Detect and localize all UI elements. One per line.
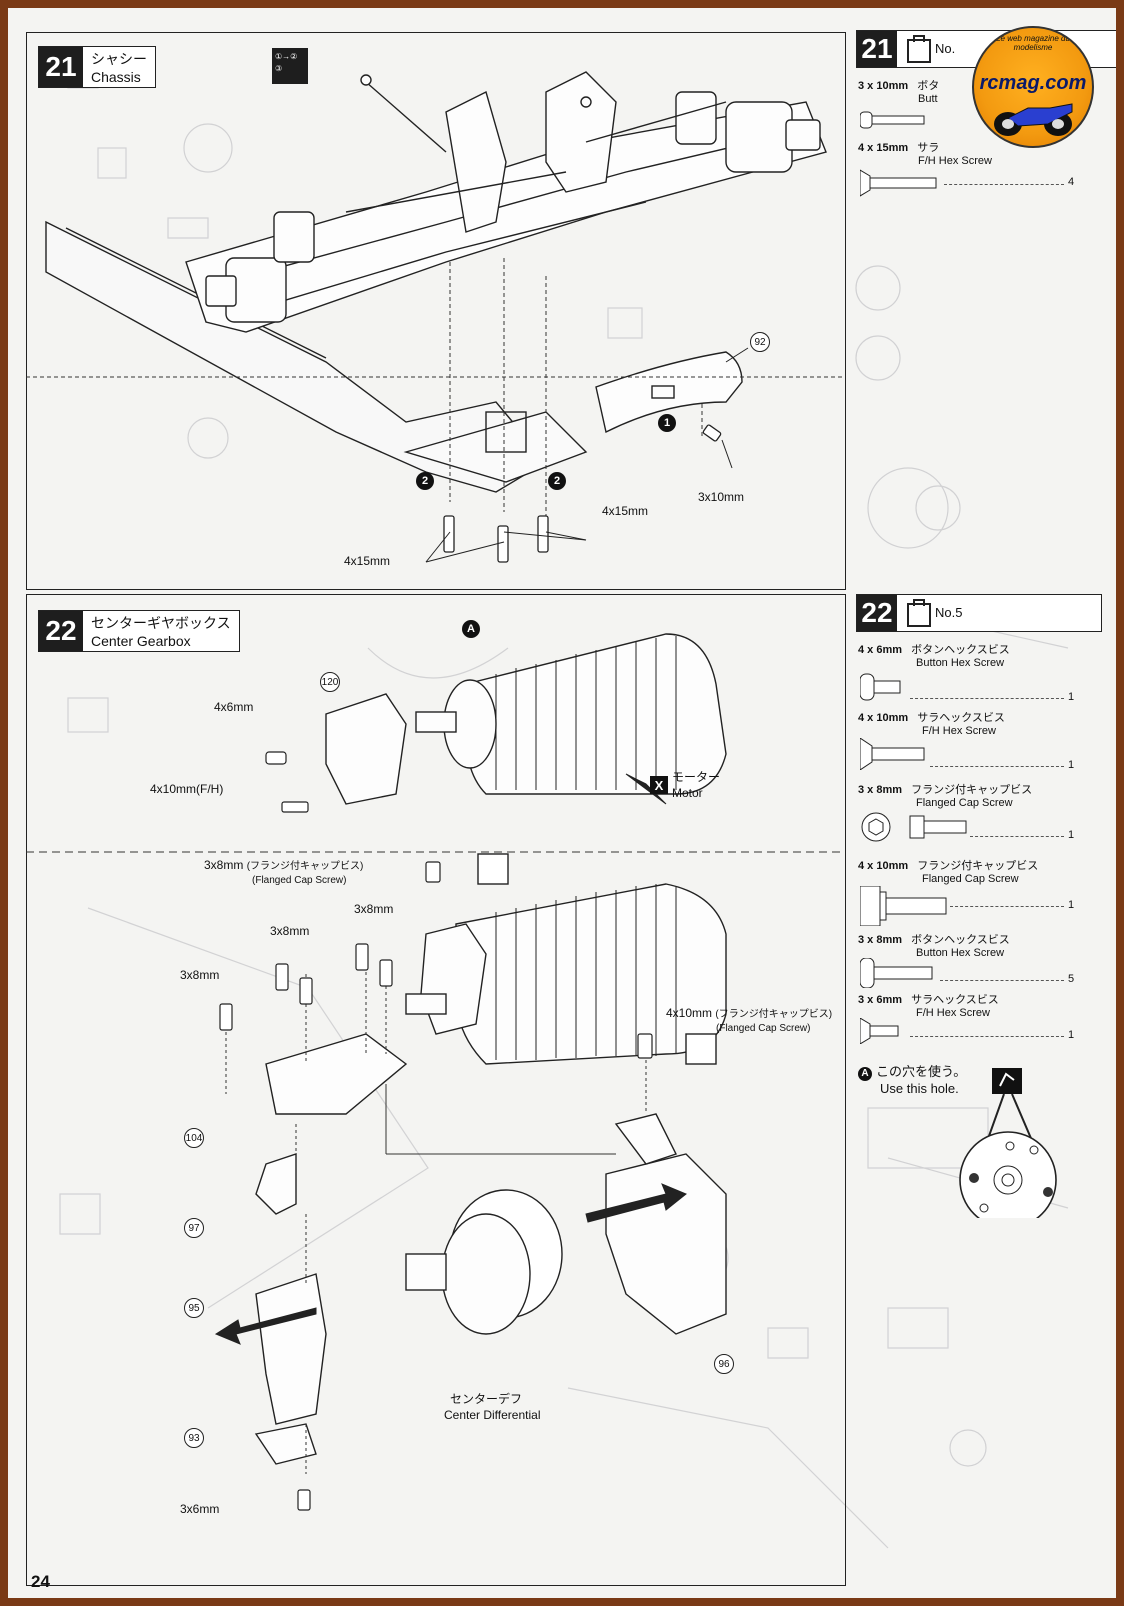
side22-screw-4-drawing (860, 886, 947, 926)
side22-screw-6: 3 x 6mm サラヘックスビス F/H Hex Screw (858, 994, 999, 1019)
step22-title: センターギヤボックス Center Gearbox (83, 611, 239, 651)
motor-label-jp: モーター (672, 770, 721, 784)
manual-page: 21 シャシー Chassis ①→② ③ (8, 8, 1116, 1598)
step21-header: 21 シャシー Chassis (38, 46, 156, 88)
step22-header: 22 センターギヤボックス Center Gearbox (38, 610, 240, 652)
step21-title-en: Chassis (91, 69, 141, 85)
step21-title-jp: シャシー (91, 51, 147, 67)
flanged-right-label: 4x10mm (フランジ付キャップビス) (666, 1006, 833, 1020)
center-gearbox-diagram (26, 633, 844, 1511)
side22-screw-1: 4 x 6mm ボタンヘックスビス Button Hex Screw (858, 644, 1010, 669)
side22-screw-5: 3 x 8mm ボタンヘックスビス Button Hex Screw (858, 934, 1010, 959)
screw-3x8-label-c: 3x8mm (180, 968, 220, 982)
motor-face-hole-diagram (959, 1068, 1057, 1218)
side22-qty-3: 1 (1068, 829, 1075, 841)
step21-number: 21 (39, 47, 83, 87)
screw-4x6-label: 4x6mm (214, 700, 254, 714)
step22-number: 22 (39, 611, 83, 651)
side22-screw-1-drawing (860, 673, 901, 701)
flanged-right-label-en: (Flanged Cap Screw) (716, 1023, 811, 1034)
screw-3x10-label: 3x10mm (698, 490, 745, 504)
step21-title: シャシー Chassis (83, 47, 155, 87)
part-104: 104 (184, 1128, 204, 1148)
side22-qty-6: 1 (1068, 1029, 1075, 1041)
part-97: 97 (184, 1218, 204, 1238)
side22-bag: No.5 (935, 605, 963, 620)
side21-qty-2: 4 (1068, 176, 1075, 188)
part-95: 95 (184, 1298, 204, 1318)
side21-screw-1: 3 x 10mm ボタ Butt (858, 80, 940, 105)
side22-screw-5-drawing (860, 958, 933, 988)
note-mark-a: A (858, 1067, 872, 1081)
motor-code-badge: X (650, 776, 668, 794)
side21-bag: No. (935, 41, 956, 56)
hole-mark-a: A (462, 620, 480, 638)
part-93: 93 (184, 1428, 204, 1448)
side22-screw-2: 4 x 10mm サラヘックスビス F/H Hex Screw (858, 712, 1005, 737)
side22-screw-4: 4 x 10mm フランジ付キャップビス Flanged Cap Screw (858, 860, 1039, 885)
page-number: 24 (31, 1572, 50, 1591)
side21-screw-1-drawing (860, 111, 925, 129)
part-92: 92 (750, 332, 770, 352)
motor-label-en: Motor (672, 786, 703, 800)
screw-3x8-label-b: 3x8mm (270, 924, 310, 938)
side22-qty-2: 1 (1068, 759, 1075, 771)
side22-screw-3: 3 x 8mm フランジ付キャップビス Flanged Cap Screw (858, 784, 1033, 809)
screw-3x8-label-a: 3x8mm (354, 902, 394, 916)
rcmag-logo: Le web magazine du modelisme rcmag.com (972, 26, 1094, 148)
side22-header: 22 No.5 (856, 594, 1102, 632)
step22-title-en: Center Gearbox (91, 633, 191, 649)
parts-bag-icon (907, 599, 931, 627)
side22-screw-6-drawing (860, 1018, 899, 1044)
side22-screw-2-drawing (860, 738, 925, 770)
step22-panel (26, 594, 846, 1586)
center-diff-label-jp: センターデフ (450, 1392, 523, 1406)
parts-bag-icon (907, 35, 931, 63)
flanged-top-label: 3x8mm (フランジ付キャップビス) (204, 858, 364, 872)
callout-1: 1 (658, 414, 676, 432)
side22-number: 22 (857, 595, 897, 631)
callout-2a: 2 (416, 472, 434, 490)
center-diff-label-en: Center Differential (444, 1408, 541, 1422)
side22-qty-4: 1 (1068, 899, 1075, 911)
side22-qty-1: 1 (1068, 691, 1075, 703)
step22-title-jp: センターギヤボックス (91, 615, 231, 631)
step21-panel (26, 32, 846, 590)
screw-3x6-label: 3x6mm (180, 1502, 220, 1516)
rc-car-icon (994, 103, 1073, 136)
part-120: 120 (320, 672, 340, 692)
screw-4x10fh-label: 4x10mm(F/H) (150, 782, 224, 796)
side21-screw-2: 4 x 15mm サラ F/H Hex Screw (858, 142, 992, 167)
callout-2b: 2 (548, 472, 566, 490)
screw-4x15-label-right: 4x15mm (602, 504, 649, 518)
flanged-top-label-en: (Flanged Cap Screw) (252, 875, 347, 886)
side22-screw-3-drawing (861, 812, 967, 842)
screw-4x15-label-left: 4x15mm (344, 554, 391, 568)
chassis-diagram (26, 71, 844, 563)
side22-qty-5: 5 (1068, 973, 1075, 985)
side21-number: 21 (857, 31, 897, 67)
order-icon: ①→② ③ (272, 48, 308, 84)
part-96: 96 (714, 1354, 734, 1374)
side21-screw-2-drawing (860, 169, 937, 197)
